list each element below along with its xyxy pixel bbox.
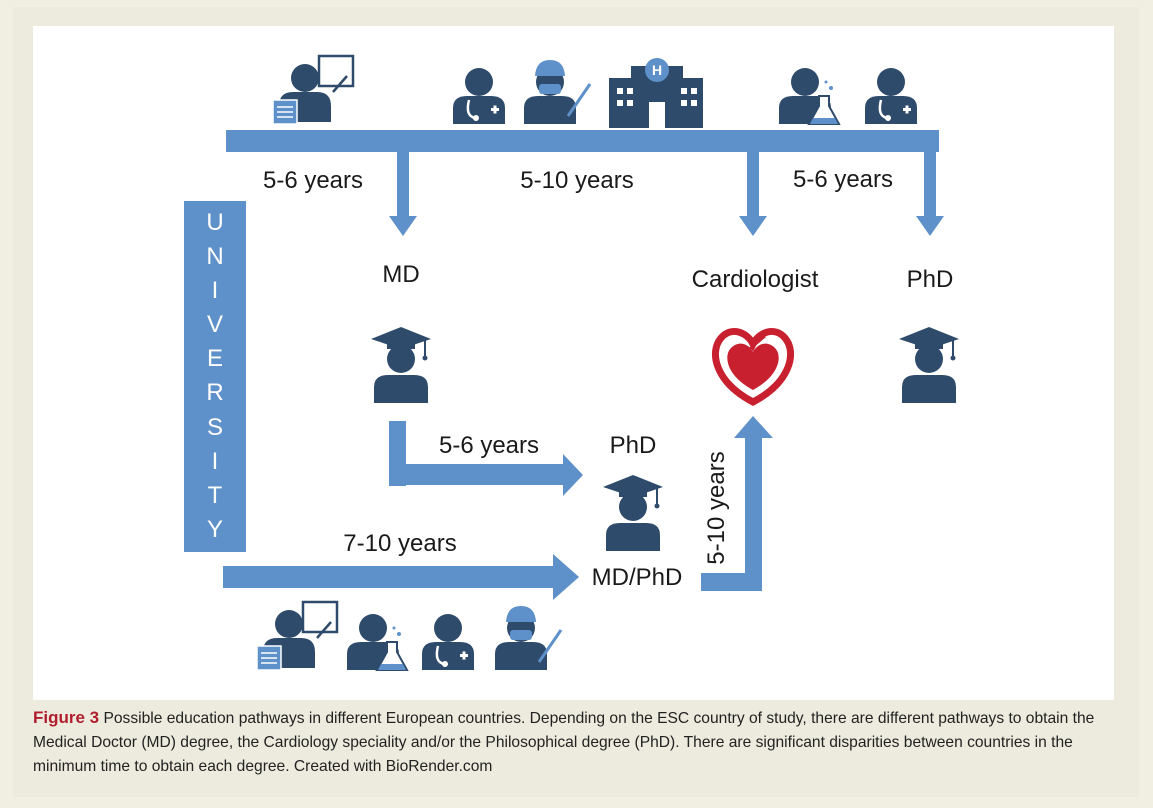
arrow-down-md (389, 152, 417, 236)
hospital-icon: H (609, 58, 703, 128)
university-letter: Y (206, 515, 223, 543)
university-box: U N I V E R S I T Y (184, 201, 246, 552)
heart-logo-icon (711, 327, 795, 406)
scientist-icon (779, 68, 839, 124)
graduate-icon-phd (898, 326, 960, 404)
surgeon-icon (495, 606, 561, 670)
arrow-down-phd (916, 152, 944, 236)
duration-label-top-mid: 5-10 years (520, 167, 634, 194)
duration-label-vertical: 5-10 years (703, 451, 730, 565)
arrow-down-cardiologist (739, 152, 767, 236)
top-pathway-bar (226, 130, 939, 152)
university-letter: S (206, 413, 223, 441)
cardiologist-label: Cardiologist (691, 266, 819, 293)
arrow-to-mdphd (223, 554, 579, 600)
md-label: MD (382, 261, 420, 288)
scientist-icon (347, 614, 407, 670)
duration-label-bottom: 7-10 years (343, 530, 457, 557)
graduate-icon-md (370, 326, 432, 404)
arrow-mdphd-to-cardiologist (701, 416, 773, 591)
university-letter: I (211, 447, 219, 475)
figure-label: Figure 3 (33, 708, 100, 727)
figure-caption: Figure 3 Possible education pathways in … (33, 706, 1118, 779)
phd-label-right: PhD (906, 266, 954, 293)
duration-label-top-right: 5-6 years (792, 166, 894, 193)
duration-label-top-left: 5-6 years (262, 167, 364, 194)
figure-panel: H U N I V E R S I (33, 26, 1114, 700)
doctor-icon (453, 68, 505, 124)
duration-label-md-phd: 5-6 years (438, 432, 540, 459)
arrow-md-to-phd (389, 421, 583, 496)
doctor-icon (422, 614, 474, 670)
phd-label-center: PhD (609, 432, 657, 459)
graduate-icon-phd-center (602, 474, 664, 552)
university-letter: T (207, 481, 223, 509)
teacher-student-icon (255, 600, 339, 672)
teacher-student-icon (271, 54, 355, 126)
university-letter: V (206, 311, 223, 339)
university-letter: U (206, 209, 224, 237)
university-letter: I (211, 277, 219, 305)
university-letter: E (206, 345, 223, 373)
mdphd-label: MD/PhD (591, 564, 683, 591)
caption-text: Possible education pathways in different… (33, 710, 1095, 775)
doctor-icon (865, 68, 917, 124)
university-letter: N (206, 243, 224, 271)
pathway-diagram: H (223, 54, 960, 700)
svg-text:H: H (652, 62, 662, 78)
surgeon-icon (524, 60, 590, 124)
university-letter: R (206, 379, 224, 407)
